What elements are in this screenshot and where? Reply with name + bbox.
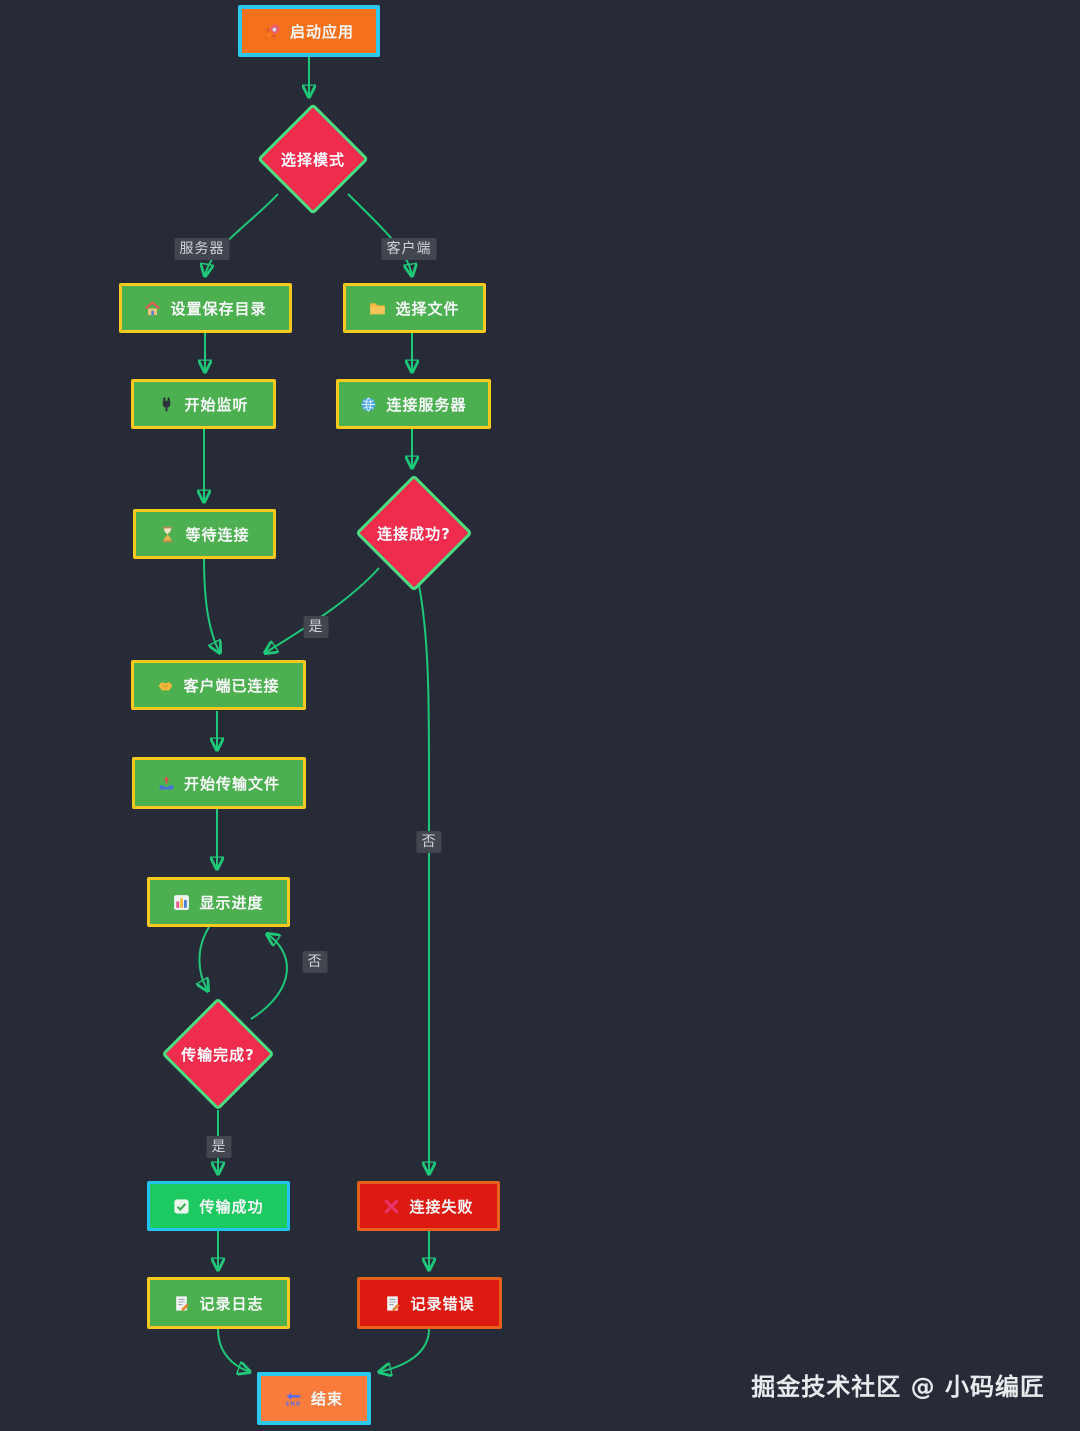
edge-label-server: 服务器 xyxy=(174,238,230,260)
node-write-log: 记录日志 xyxy=(147,1277,290,1329)
node-label: 连接成功? xyxy=(377,524,451,543)
edge-label-no-long: 否 xyxy=(416,831,442,853)
node-show-progress: 显示进度 xyxy=(147,877,290,927)
node-label: 启动应用 xyxy=(289,22,354,41)
node-client-connected: 客户端已连接 xyxy=(131,660,306,710)
node-label: 开始传输文件 xyxy=(183,774,280,793)
node-write-error-log: 记录错误 xyxy=(357,1277,502,1329)
decision-transfer-done: 传输完成? xyxy=(160,997,276,1111)
node-label: 开始监听 xyxy=(184,395,249,414)
watermark-text: 掘金技术社区 @ 小码编匠 xyxy=(751,1373,1045,1401)
node-label: 选择模式 xyxy=(280,150,345,169)
node-label: 设置保存目录 xyxy=(170,299,267,318)
node-connection-failed: 连接失败 xyxy=(357,1181,500,1231)
handshake-icon xyxy=(157,677,174,694)
end-icon: END xyxy=(285,1390,302,1407)
node-set-save-dir: 设置保存目录 xyxy=(119,283,292,333)
edge-label-yes-2: 是 xyxy=(206,1136,232,1158)
node-start-transfer: 开始传输文件 xyxy=(132,757,306,809)
memo-icon xyxy=(173,1295,190,1312)
edge-log-to-end xyxy=(217,1328,250,1372)
node-label: 连接服务器 xyxy=(386,395,467,414)
node-label: 显示进度 xyxy=(199,893,264,912)
node-start-app: 启动应用 xyxy=(238,5,380,57)
memo-icon xyxy=(384,1295,401,1312)
node-label: 记录日志 xyxy=(199,1294,264,1313)
node-choose-file: 选择文件 xyxy=(343,283,486,333)
node-label: 等待连接 xyxy=(185,525,250,544)
node-wait-connection: 等待连接 xyxy=(133,509,276,559)
globe-icon xyxy=(360,396,377,413)
bar-chart-icon xyxy=(173,894,190,911)
edge-wait-to-connected xyxy=(203,558,220,653)
cross-icon xyxy=(383,1198,400,1215)
decision-select-mode: 选择模式 xyxy=(257,103,369,215)
node-transfer-success: 传输成功 xyxy=(147,1181,290,1231)
edge-label-yes-1: 是 xyxy=(303,616,329,638)
node-connect-server: 连接服务器 xyxy=(336,379,491,429)
plug-icon xyxy=(158,396,175,413)
edge-label-no-loop: 否 xyxy=(302,951,328,973)
outbox-icon xyxy=(158,775,175,792)
node-label: 记录错误 xyxy=(410,1294,475,1313)
node-start-listening: 开始监听 xyxy=(131,379,276,429)
edge-connok-no-to-fail xyxy=(418,584,429,1174)
decision-connection-success: 连接成功? xyxy=(355,474,473,592)
hourglass-icon xyxy=(159,526,176,543)
node-label: 结束 xyxy=(310,1390,343,1408)
svg-text:END: END xyxy=(286,1402,302,1407)
node-label: 选择文件 xyxy=(395,299,460,318)
check-icon xyxy=(173,1198,190,1215)
node-end: END 结束 xyxy=(257,1372,371,1425)
node-label: 传输成功 xyxy=(199,1197,264,1216)
edge-logerr-to-end xyxy=(379,1328,430,1372)
node-label: 传输完成? xyxy=(181,1045,255,1064)
house-icon xyxy=(144,300,161,317)
node-label: 客户端已连接 xyxy=(183,676,280,695)
folder-icon xyxy=(369,300,386,317)
edge-label-client: 客户端 xyxy=(381,238,437,260)
edge-progress-to-done xyxy=(199,926,209,991)
rocket-icon xyxy=(264,23,281,40)
node-label: 连接失败 xyxy=(409,1197,474,1216)
